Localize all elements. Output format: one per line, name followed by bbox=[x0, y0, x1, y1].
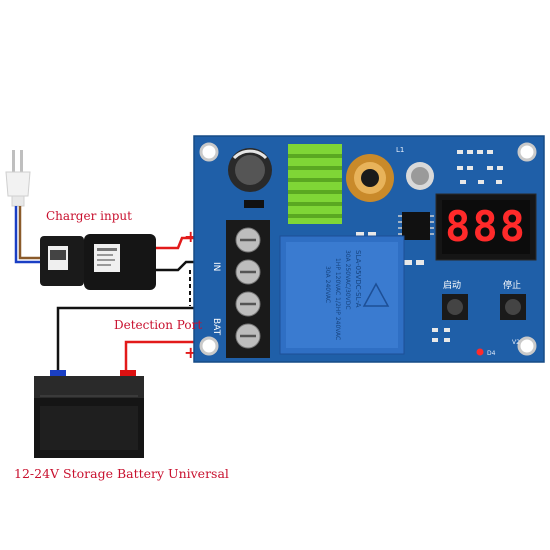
charger-input-label: Charger input bbox=[46, 209, 132, 223]
battery-icon bbox=[34, 370, 144, 458]
charger-adapter bbox=[40, 234, 156, 290]
detection-port-label: Detection Port bbox=[114, 318, 202, 332]
terminal-block bbox=[226, 220, 270, 358]
d4-label: D4 bbox=[487, 350, 496, 357]
battery-caption: 12-24V Storage Battery Universal bbox=[14, 466, 229, 481]
relay-model-text: SLA-05VDC-SL-A bbox=[354, 250, 362, 308]
stop-button-icon bbox=[500, 294, 526, 320]
bat-terminal-label: BAT bbox=[211, 318, 221, 336]
power-plug-icon bbox=[6, 150, 30, 206]
plug-wire-brown bbox=[20, 206, 40, 258]
jumper-icon bbox=[244, 200, 264, 208]
heatsink bbox=[288, 144, 342, 224]
relay-rating-2: 1HP 120VAC 1/2HP 240VAC bbox=[334, 258, 341, 340]
stop-button-label: 停止 bbox=[503, 279, 521, 291]
inductor-icon bbox=[346, 154, 394, 202]
small-capacitor-icon bbox=[406, 162, 434, 190]
display-digits: 888 bbox=[442, 203, 530, 251]
relay bbox=[280, 236, 404, 354]
l1-label: L1 bbox=[396, 146, 404, 154]
in-terminal-label: IN bbox=[211, 262, 221, 271]
relay-rating-3: 30A 240VAC bbox=[324, 266, 331, 303]
status-led-icon bbox=[477, 349, 484, 356]
capacitor-icon bbox=[228, 148, 272, 192]
v2-label: V2 bbox=[512, 339, 520, 346]
start-button-icon bbox=[442, 294, 468, 320]
relay-rating-1: 30A 250VAC/30VDC bbox=[344, 250, 351, 310]
start-button-label: 启动 bbox=[443, 279, 461, 291]
